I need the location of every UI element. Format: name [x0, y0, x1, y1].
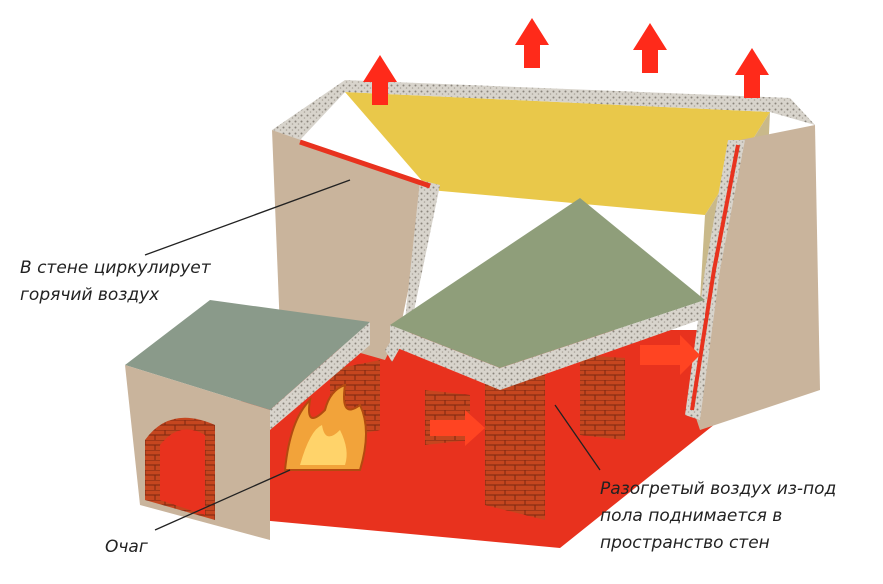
label-line: горячий воздух	[20, 285, 160, 305]
underfloor-arrows	[430, 335, 700, 446]
fire-icon	[283, 383, 367, 471]
right-wall	[690, 125, 820, 430]
label-hearth: Очаг	[105, 537, 148, 557]
wall-top-rim	[272, 80, 815, 140]
leader-lines	[144, 179, 601, 531]
interior-back-wall	[345, 92, 770, 215]
label-line: Разогретый воздух из-под	[600, 479, 837, 499]
label-line: пространство стен	[600, 533, 770, 553]
label-floor-air: Разогретый воздух из-под пола поднимаетс…	[600, 476, 836, 557]
label-line: пола поднимается в	[600, 506, 783, 526]
left-wall	[272, 130, 430, 360]
floor-slab	[390, 198, 705, 368]
hearth	[125, 300, 370, 540]
rising-air-arrows	[363, 18, 769, 105]
label-wall-air: В стене циркулирует горячий воздух	[20, 255, 211, 309]
label-line: В стене циркулирует	[20, 258, 211, 278]
